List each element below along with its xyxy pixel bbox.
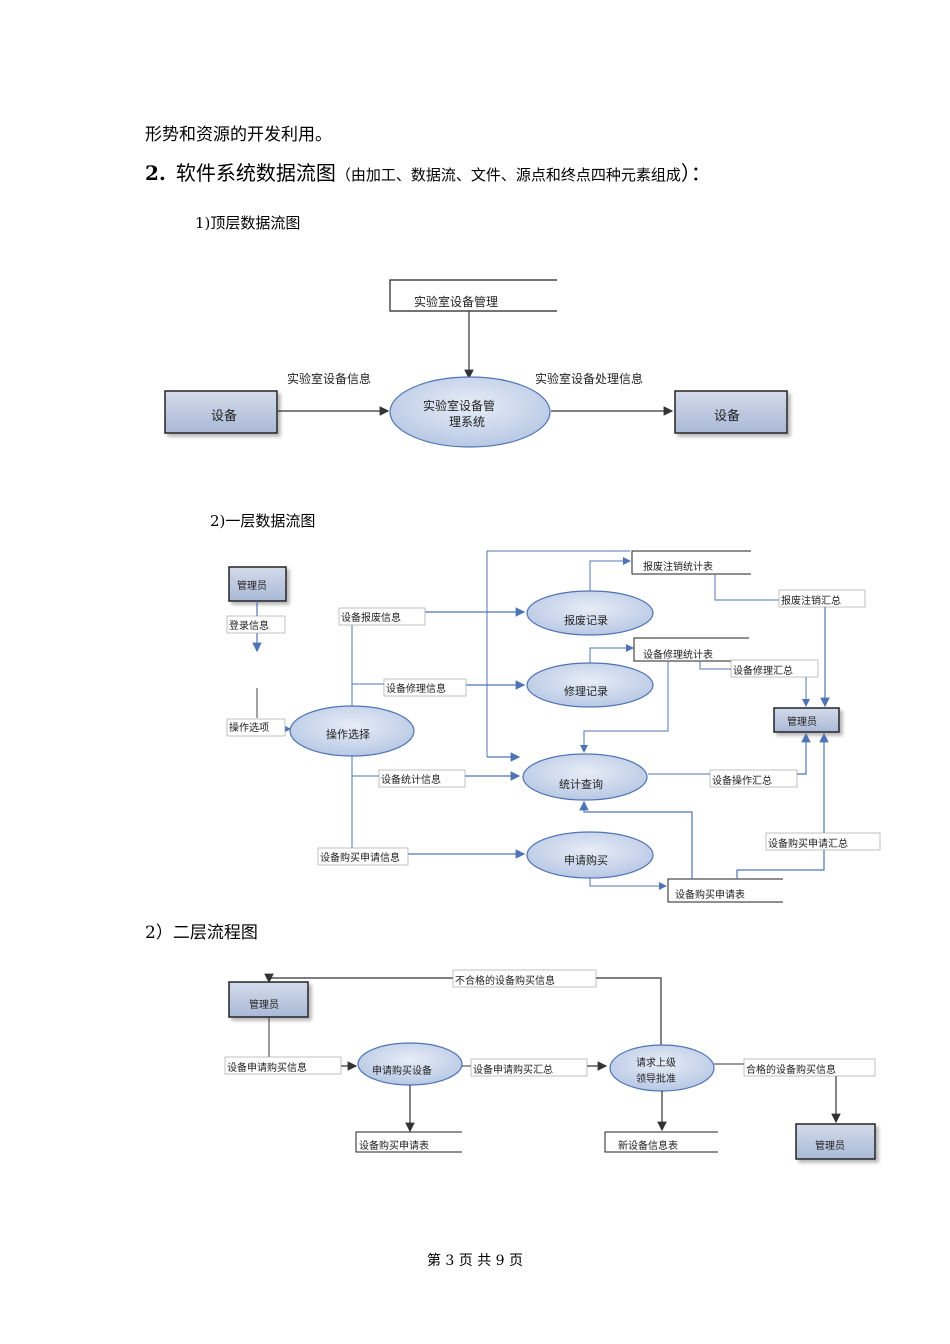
label-buy-summary: 设备购买申请汇总	[765, 832, 881, 851]
arrow-scrap-to-table	[589, 557, 631, 591]
label-text: 设备报废信息	[341, 611, 401, 624]
subheading-level2: 2）二层流程图	[145, 923, 258, 943]
entity-admin-right: 管理员	[773, 707, 840, 733]
arrow-repair-table-to-stat	[580, 661, 669, 753]
subheading-top-level: 1)顶层数据流图	[195, 214, 301, 232]
label-buy-apply-info: 设备购买申请信息	[317, 847, 409, 866]
flow-label-in: 实验室设备信息	[287, 371, 371, 386]
entity-admin-top: 管理员	[228, 981, 309, 1018]
label-login-info: 登录信息	[226, 615, 286, 634]
data-store-buy-table: 设备购买申请表	[667, 878, 783, 903]
label-apply-info: 设备申请购买信息	[224, 1056, 342, 1075]
process-label: 统计查询	[559, 777, 603, 791]
connector-scrap-table	[714, 574, 780, 601]
process-apply-device: 申请购买设备	[357, 1042, 463, 1086]
arrow-repair-to-table	[589, 644, 634, 663]
process-label: 操作选择	[326, 727, 370, 741]
entity-label: 设备	[714, 408, 740, 424]
arrow-op-summary-to-admin	[797, 732, 811, 775]
process-stat-query: 统计查询	[522, 753, 648, 801]
process-label: 申请购买设备	[372, 1064, 432, 1077]
section-note: 由加工、数据流、文件、源点和终点四种元素组成	[350, 166, 681, 184]
section-paren-open: （	[335, 166, 351, 184]
level2-diagram: 管理员 不合格的设备购买信息 设备申请购买信息 申请购买设备 设备申请购买汇总 …	[224, 969, 876, 1160]
label-scrap-summary: 报废注销汇总	[778, 589, 866, 608]
data-store-lab-management: 实验室设备管理	[389, 279, 557, 312]
data-store-new-table: 新设备信息表	[604, 1131, 718, 1153]
entity-admin-bottom: 管理员	[795, 1123, 876, 1160]
label-apply-summary: 设备申请购买汇总	[470, 1058, 588, 1077]
entity-sink-device: 设备	[674, 390, 788, 434]
label-text: 操作选项	[229, 721, 269, 734]
page-footer: 第 3 页 共 9 页	[426, 1253, 524, 1269]
level1-diagram: 管理员 登录信息 操作选项 操作选择 设备报废信息 设备修理信息	[226, 550, 881, 903]
label-op-options: 操作选项	[226, 718, 286, 737]
label-text: 设备购买申请信息	[320, 851, 400, 864]
store-label: 实验室设备管理	[414, 294, 498, 309]
flow-label-out: 实验室设备处理信息	[535, 371, 643, 386]
entity-label: 管理员	[815, 1139, 845, 1152]
label-ok-info: 合格的设备购买信息	[743, 1058, 876, 1077]
section-title: 软件系统数据流图	[175, 161, 336, 185]
process-label: 申请购买	[564, 853, 608, 867]
arrow-apply-to-table	[589, 878, 667, 890]
label-scrap-info: 设备报废信息	[338, 607, 426, 626]
label-text: 设备购买申请汇总	[768, 837, 848, 850]
store-label: 设备购买申请表	[675, 888, 745, 901]
store-label: 设备修理统计表	[643, 648, 713, 661]
process-lab-system: 实验室设备管 理系统	[389, 376, 551, 448]
data-store-buy-table-l2: 设备购买申请表	[355, 1131, 462, 1153]
process-label-line1: 请求上级	[636, 1056, 676, 1069]
store-label: 报废注销统计表	[643, 560, 713, 573]
label-text: 合格的设备购买信息	[746, 1063, 836, 1076]
process-label-line2: 理系统	[449, 415, 485, 429]
store-label: 设备购买申请表	[359, 1139, 429, 1152]
section-paren-close: ）：	[680, 161, 711, 185]
process-label-line1: 实验室设备管	[423, 398, 495, 413]
label-text: 设备申请购买汇总	[473, 1063, 553, 1076]
label-reject-info: 不合格的设备购买信息	[452, 969, 597, 988]
connector-op-to-repair	[351, 683, 385, 706]
data-store-scrap-table: 报废注销统计表	[631, 550, 751, 575]
process-repair-record: 修理记录	[526, 662, 654, 708]
data-store-repair-table: 设备修理统计表	[633, 637, 749, 662]
label-text: 报废注销汇总	[781, 594, 841, 607]
label-repair-summary: 设备修理汇总	[730, 659, 819, 678]
label-text: 不合格的设备购买信息	[455, 974, 555, 987]
process-label-line2: 领导批准	[636, 1072, 676, 1085]
arrow-buy-summary-to-admin	[736, 732, 829, 879]
connector-stat-to-scrap-table	[486, 550, 630, 757]
entity-source-device: 设备	[164, 390, 278, 434]
store-label: 新设备信息表	[618, 1139, 678, 1152]
body-paragraph-line: 形势和资源的开发利用。	[145, 125, 332, 145]
label-text: 登录信息	[229, 619, 269, 632]
label-text: 设备修理汇总	[733, 664, 793, 677]
entity-label: 设备	[211, 408, 237, 424]
section-heading: 2. 软件系统数据流图（由加工、数据流、文件、源点和终点四种元素组成）：	[145, 157, 711, 186]
arrow-reject-to-admin	[264, 973, 662, 1048]
label-op-summary: 设备操作汇总	[709, 769, 798, 788]
entity-label: 管理员	[787, 715, 817, 728]
label-text: 设备操作汇总	[712, 774, 772, 787]
label-text: 设备申请购买信息	[227, 1061, 307, 1074]
label-text: 设备修理信息	[386, 682, 446, 695]
process-label: 报废记录	[564, 613, 608, 627]
top-level-diagram: 实验室设备管理 设备 实验室设备信息 实验室设备管 理系统 实验室设备处理信息 …	[164, 279, 788, 448]
process-approve: 请求上级 领导批准	[609, 1044, 715, 1092]
arrow-buy-table-to-stat	[579, 800, 693, 879]
subheading-level1: 2)一层数据流图	[210, 512, 316, 530]
entity-admin-left: 管理员	[228, 566, 287, 602]
process-op-select: 操作选择	[289, 705, 415, 757]
label-repair-info: 设备修理信息	[383, 678, 467, 697]
section-number: 2.	[145, 161, 166, 185]
label-stat-info: 设备统计信息	[378, 769, 466, 788]
entity-label: 管理员	[237, 579, 267, 592]
process-label: 修理记录	[564, 684, 608, 698]
entity-label: 管理员	[249, 998, 279, 1011]
process-apply-buy: 申请购买	[526, 831, 654, 879]
label-text: 设备统计信息	[381, 773, 441, 786]
process-scrap-record: 报废记录	[526, 590, 654, 636]
